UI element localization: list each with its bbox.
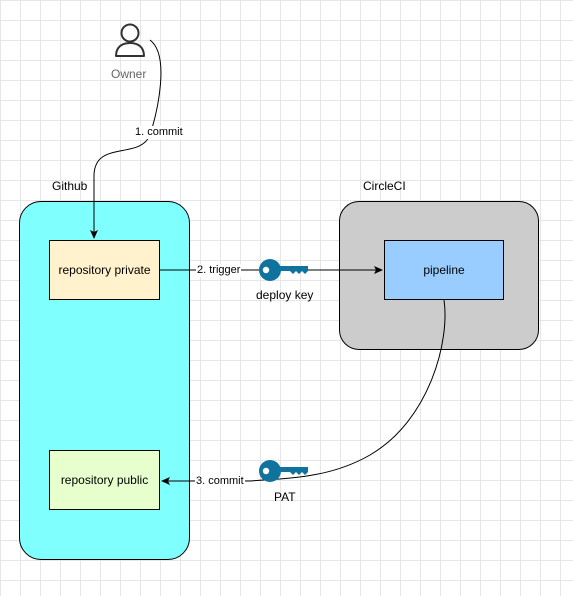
key-icon [259,460,308,482]
repository-public-node: repository public [49,450,160,510]
edge-label-trigger: 2. trigger [196,264,242,277]
pat-label: PAT [274,490,296,504]
edge-label-commit-1: 1. commit [134,126,184,139]
key-icon [259,259,308,281]
repository-private-node: repository private [49,240,160,300]
repository-public-label: repository public [60,473,149,487]
repository-private-label: repository private [58,263,151,277]
circleci-group-label: CircleCI [363,179,406,193]
edge-pipeline-to-repo-public [161,299,446,485]
pipeline-label: pipeline [423,263,465,277]
deploy-key-label: deploy key [256,288,314,302]
github-group-label: Github [52,179,88,193]
user-icon [115,23,145,57]
owner-label: Owner [111,67,147,81]
edge-label-commit-3: 3. commit [195,475,245,488]
pipeline-node: pipeline [384,240,504,300]
